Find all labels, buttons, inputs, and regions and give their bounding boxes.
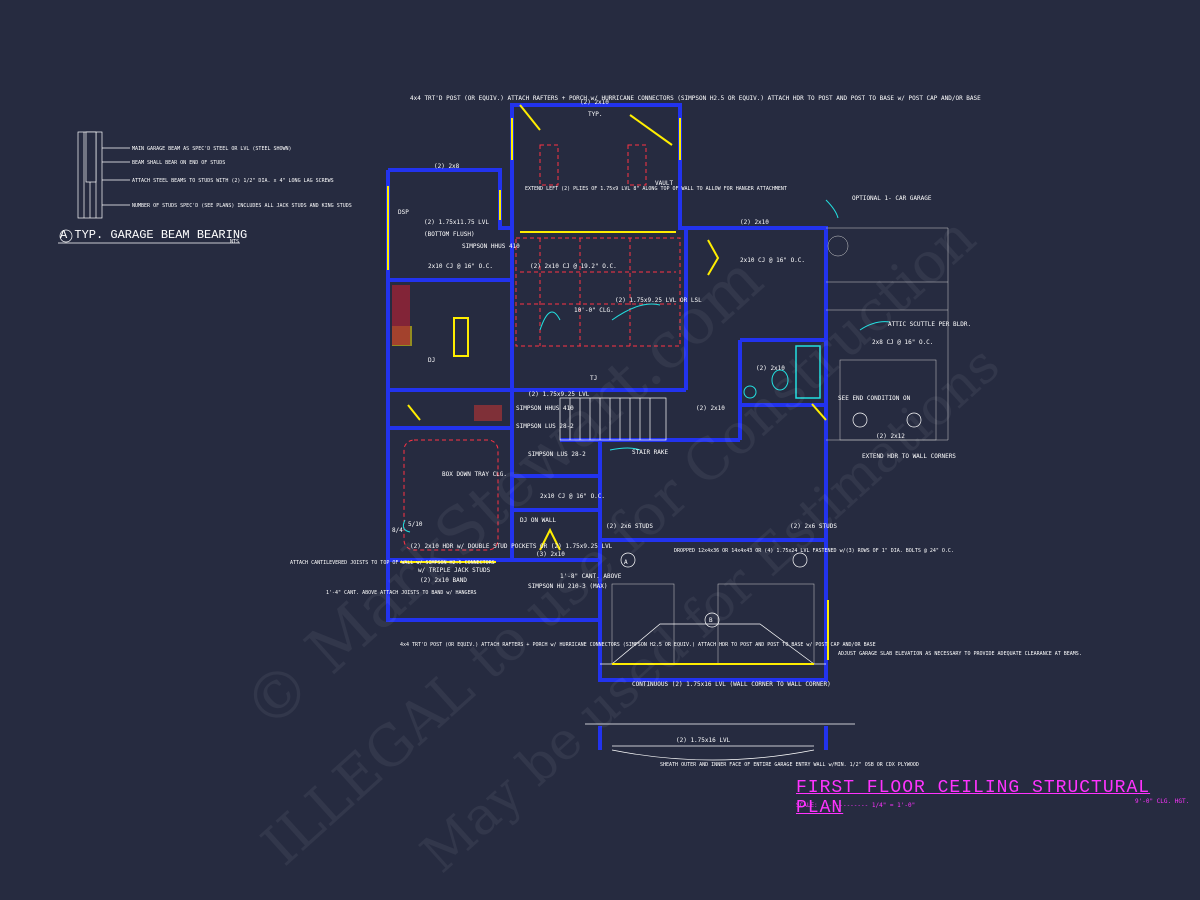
label-two-2x10-r: (2) 2x10 [756, 365, 785, 372]
label-two-2x10-top: (2) 2x10 [580, 99, 609, 106]
label-dj: DJ [428, 357, 435, 364]
label-simpson-hhus: SIMPSON HHUS 410 [462, 243, 520, 250]
label-triple-jack: w/ TRIPLE JACK STUDS [418, 567, 491, 574]
label-dj-on-wall: DJ ON WALL [520, 517, 557, 524]
label-cj-2x8: 2x8 CJ @ 16" O.C. [872, 339, 933, 346]
label-cantilever: ATTACH CANTILEVERED JOISTS TO TOP OF WAL… [290, 560, 495, 566]
label-ratio-8-4: 8/4 [392, 527, 403, 534]
label-simpson-hu: SIMPSON HU 210-3 (MAX) [528, 583, 607, 590]
label-lvl-925: (2) 1.75x9.25 LVL [528, 391, 590, 398]
label-two-2x6-studs: (2) 2x6 STUDS [606, 523, 653, 530]
label-hdr-double: (2) 2x10 HDR w/ DOUBLE STUD POCKETS OR (… [410, 543, 613, 550]
label-lvl-or-lsl: (2) 1.75x9.25 LVL OR LSL [615, 297, 702, 304]
label-cj-right: 2x10 CJ @ 16" O.C. [740, 257, 805, 264]
label-dsp: DSP [398, 209, 409, 216]
label-box-down: BOX DOWN TRAY CLG. [442, 471, 507, 478]
label-cant-left: 1'-4" CANT. ABOVE ATTACH JOISTS TO BAND … [326, 590, 477, 596]
beam-bearing-detail [58, 131, 240, 244]
label-typ: TYP. [588, 111, 602, 118]
dashed-framing [392, 144, 681, 551]
label-two-2x6-studs-r: (2) 2x6 STUDS [790, 523, 837, 530]
label-ratio-5-10: 5/10 [408, 521, 423, 528]
label-vault: VAULT [655, 180, 673, 187]
detail-note-3: ATTACH STEEL BEAMS TO STUDS WITH (2) 1/2… [132, 178, 334, 184]
garage-front [585, 583, 855, 761]
label-extend-left: EXTEND LEFT (2) PLIES OF 1.75x9 LVL 8" A… [525, 186, 787, 192]
detail-note-4: NUMBER OF STUDS SPEC'D (SEE PLANS) INCLU… [132, 203, 352, 209]
label-clg-10: 10'-0" CLG. [574, 307, 614, 314]
annotations: 4x4 TRT'D POST (OR EQUIV.) ATTACH RAFTER… [290, 95, 1082, 768]
label-optional-garage: OPTIONAL 1- CAR GARAGE [852, 195, 932, 202]
detail-title: A TYP. GARAGE BEAM BEARING [60, 228, 248, 242]
label-two-2x12-r: (2) 2x12 [876, 433, 905, 440]
label-attic-scuttle: ATTIC SCUTTLE PER BLDR. [888, 321, 971, 328]
stair [559, 397, 667, 441]
label-see-end: SEE END CONDITION ON [838, 395, 911, 402]
detail-note-1: MAIN GARAGE BEAM AS SPEC'D STEEL OR LVL … [132, 146, 292, 152]
label-simpson-hhus2: SIMPSON HHUS 410 [516, 405, 574, 412]
label-garage-lvl: (2) 1.75x16 LVL [676, 737, 731, 744]
plan-scale: SCALE: ------------- 1/4" = 1'-0" [796, 802, 916, 809]
optional-garage [826, 227, 949, 441]
label-sheath: SHEATH OUTER AND INNER FACE OF ENTIRE GA… [660, 762, 919, 768]
label-extend-hdr: EXTEND HDR TO WALL CORNERS [862, 453, 956, 460]
label-two-2x10-g: (2) 2x10 [740, 219, 769, 226]
label-porch-post-top: 4x4 TRT'D POST (OR EQUIV.) ATTACH RAFTER… [410, 95, 981, 102]
label-cj-left: 2x10 CJ @ 16" O.C. [428, 263, 493, 270]
bath-fixtures [743, 345, 821, 399]
label-beam-b: B [709, 617, 713, 624]
label-tj: TJ [590, 375, 597, 382]
label-lvl-11: (2) 1.75x11.75 LVL [424, 219, 489, 226]
beam-callouts [620, 412, 922, 628]
label-continuous-lvl: CONTINUOUS (2) 1.75x16 LVL (WALL CORNER … [632, 681, 831, 688]
label-beam-a: A [624, 559, 628, 566]
label-cant-mid: 1'-8" CANT. ABOVE [560, 573, 622, 580]
label-porch-post-bottom: 4x4 TRT'D POST (OR EQUIV.) ATTACH RAFTER… [400, 642, 876, 648]
label-simpson-lus2: SIMPSON LUS 28-2 [528, 451, 586, 458]
detail-note-2: BEAM SHALL BEAR ON END OF STUDS [132, 160, 225, 166]
label-two-2x10-g2: (2) 2x10 [696, 405, 725, 412]
plan-ceiling-height: 9'-0" CLG. HGT. [1135, 798, 1190, 805]
plan-title: FIRST FLOOR CEILING STRUCTURAL PLAN [796, 778, 1151, 818]
detail-notes: MAIN GARAGE BEAM AS SPEC'D STEEL OR LVL … [132, 146, 352, 209]
label-stair-rake: STAIR RAKE [632, 449, 669, 456]
label-cj-mid: 2x10 CJ @ 16" O.C. [540, 493, 605, 500]
label-band: (2) 2x10 BAND [420, 577, 467, 584]
label-two-2x8: (2) 2x8 [434, 163, 460, 170]
detail-nts: NTS [230, 239, 240, 245]
label-dropped-beam: DROPPED 12x4x36 OR 14x4x43 OR (4) 1.75x2… [674, 548, 954, 554]
label-cj-192: (2) 2x10 CJ @ 19.2" O.C. [530, 263, 617, 270]
leader-lines [402, 199, 891, 533]
label-bottom-flush: (BOTTOM FLUSH) [424, 231, 475, 238]
label-two-2x10-mid: (3) 2x10 [536, 551, 565, 558]
label-simpson-lus1: SIMPSON LUS 28-2 [516, 423, 574, 430]
label-adjust-slab: ADJUST GARAGE SLAB ELEVATION AS NECESSAR… [838, 651, 1082, 657]
